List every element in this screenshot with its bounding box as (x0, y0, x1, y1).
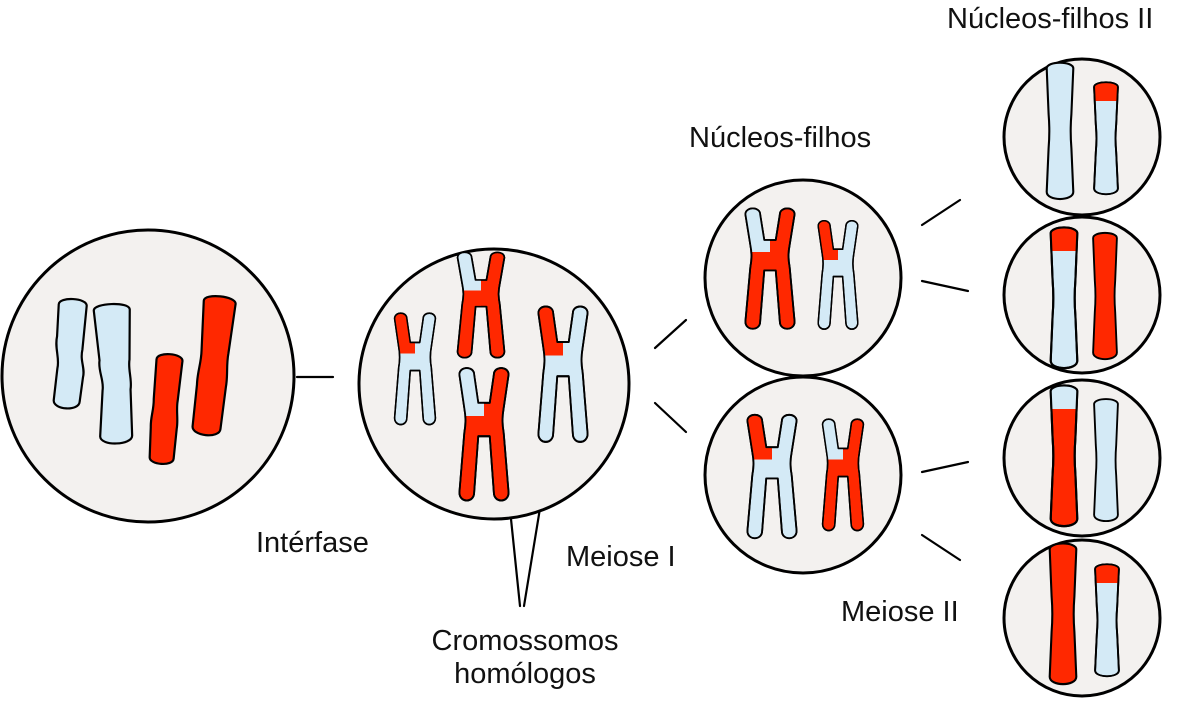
connector-meiosis2-1 (920, 198, 962, 227)
nucleus (0, 228, 296, 524)
daughter-cell-ii-1 (1002, 57, 1162, 217)
chromosome-blue (92, 302, 134, 445)
daughter-cell-top (703, 178, 903, 378)
connector-meiosis2-4 (920, 533, 962, 562)
nucleus (1002, 378, 1162, 538)
label-homologous-chromosomes: Cromossomos homólogos (410, 625, 640, 692)
chromosome-blue (52, 297, 88, 410)
label-homologs-line2: homólogos (454, 658, 596, 691)
label-interphase: Intérfase (256, 527, 369, 559)
chromatid-red-blue-tip (1049, 384, 1079, 528)
chromatid-red (1048, 542, 1078, 686)
daughter-cell-ii-3 (1002, 378, 1162, 538)
interphase-cell (0, 228, 296, 524)
chromosome-red (148, 353, 184, 465)
label-daughter-nuclei: Núcleos-filhos (689, 122, 872, 154)
connector-meiosis1-bottom (653, 401, 688, 434)
chromosome-red (191, 295, 237, 437)
nucleus (703, 178, 903, 378)
label-meiosis-2: Meiose II (841, 596, 959, 628)
chromatid-blue (1045, 61, 1075, 201)
chromatid-blue-red-tip (1094, 563, 1120, 678)
nucleus (1002, 538, 1162, 698)
label-meiosis-1: Meiose I (566, 541, 676, 573)
daughter-cell-ii-2 (1002, 215, 1162, 375)
nucleus (703, 375, 903, 575)
connector-meiosis1-top (653, 318, 688, 350)
connector-meiosis2-2 (920, 279, 970, 293)
chromatid-blue-red-tip (1049, 226, 1079, 370)
nucleus (1002, 57, 1162, 217)
daughter-cell-ii-4 (1002, 538, 1162, 698)
meiosis1-cell (357, 247, 631, 521)
chromatid-blue-red-tip (1093, 81, 1119, 196)
connector-meiosis2-3 (920, 460, 970, 474)
label-homologs-line1: Cromossomos (431, 625, 619, 657)
chromatid-blue (1093, 398, 1119, 523)
nucleus (1002, 215, 1162, 375)
chromatid-red (1092, 231, 1118, 361)
daughter-cell-bottom (703, 375, 903, 575)
label-daughter-nuclei-ii: Núcleos-filhos II (947, 3, 1154, 35)
